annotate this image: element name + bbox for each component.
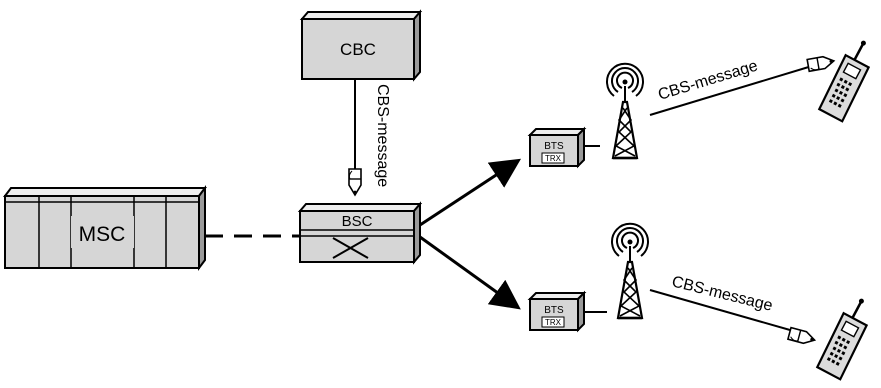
- bts-bottom-node: BTS TRX: [527, 290, 587, 333]
- pen-icon: [806, 54, 836, 73]
- mobile-phone-icon: [814, 292, 880, 381]
- bts-bottom-label: BTS: [544, 305, 564, 316]
- bts-top-label: BTS: [544, 141, 564, 152]
- bottom-radio-link: [649, 289, 798, 333]
- msc-node: MSC: [3, 185, 207, 271]
- top-radio-link: [649, 65, 813, 116]
- bsc-bts-bottom-arrow: [419, 235, 521, 310]
- bottom-message-label: CBS-message: [670, 273, 774, 314]
- antenna-tower-icon: [605, 62, 645, 160]
- antenna-tower-icon: [610, 222, 650, 320]
- mobile-phone-icon: [816, 34, 881, 123]
- cbc-node: CBC: [299, 9, 423, 82]
- msc-label: MSC: [79, 223, 126, 246]
- cbc-label: CBC: [340, 40, 376, 59]
- bts-top-node: BTS TRX: [527, 126, 587, 169]
- bts-top-trx-label: TRX: [545, 154, 562, 163]
- pen-icon: [348, 168, 362, 196]
- bsc-bts-top-arrow: [419, 158, 522, 227]
- bsc-label: BSC: [342, 213, 373, 230]
- bsc-node: BSC: [297, 201, 423, 265]
- bts-bottom-trx-label: TRX: [545, 318, 562, 327]
- pen-icon: [787, 326, 817, 347]
- cbc-message-label: CBS-message: [374, 84, 391, 187]
